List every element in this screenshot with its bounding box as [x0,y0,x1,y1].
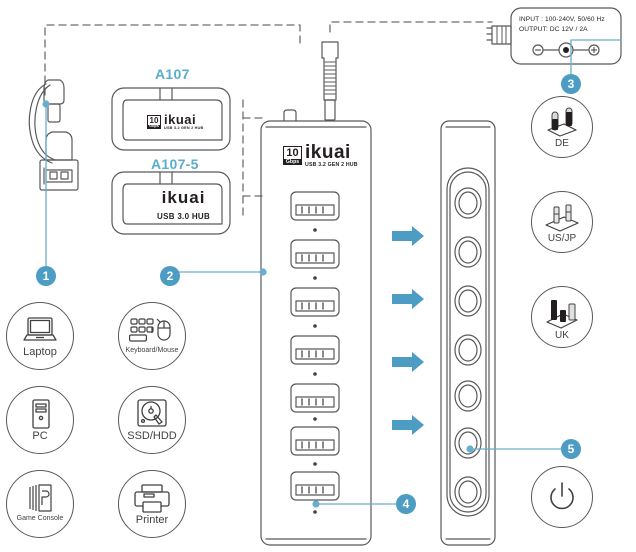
hub-switch [454,236,482,268]
plug-type-us-jp: US/JP [531,191,593,253]
speed-badge-icon: 10 Gbps [147,114,161,129]
usb-port-group [290,191,340,501]
usb-port [290,471,340,501]
hub-switch-group [454,187,482,508]
device-label: Laptop [23,346,57,358]
brand-wordmark: ikuai [305,142,351,163]
usb-port [290,335,340,365]
desktop-pc-icon [23,398,57,430]
power-symbol-icon [550,482,574,510]
brand-spec: USB 3.0 HUB [157,212,211,221]
device-label: Printer [135,514,169,526]
callout-3: 3 [561,74,581,94]
device-printer: Printer [118,470,186,538]
dc-barrel-plug-graphic [321,41,339,121]
brand-wordmark: ikuai [161,188,206,207]
usb-port [290,239,340,269]
a107-5-brand-logo: ikuai USB 3.0 HUB [157,188,210,221]
flow-arrow [392,415,424,435]
laptop-icon [20,314,60,346]
hub-switch [454,334,482,366]
plug-label: DE [555,138,569,149]
hub-led-dots [313,228,317,514]
power-adapter-graphic [486,7,622,65]
callout-leaders [45,39,622,505]
usb-hub-body-graphic [260,109,372,546]
plug-label: US/JP [547,233,577,244]
device-label: Keyboard/Mouse [125,347,179,354]
usb-port [290,191,340,221]
model-label-a107: A107 [155,66,190,82]
power-button-illustration [531,466,593,528]
brand-spec: USB 3.2 GEN 2 HUB [305,162,358,168]
callout-5: 5 [561,439,581,459]
us-jp-plug-icon [545,204,579,232]
device-ssd-hdd: SSD/HDD [118,386,186,454]
brand-spec: USB 3.2 GEN 2 HUB [164,126,204,130]
speed-badge-icon: 10 Gbps [283,146,302,166]
device-keyboard-mouse: Keyboard/Mouse [118,302,186,370]
speed-unit: Gbps [148,123,160,128]
hub-brand-logo: 10 Gbps ikuai USB 3.2 GEN 2 HUB [283,143,358,168]
device-label: Game Console [16,515,64,522]
model-label-a107-5: A107-5 [151,156,199,172]
brand-wordmark: ikuai [164,112,197,127]
a107-brand-logo: 10 Gbps ikuai USB 3.2 GEN 2 HUB [147,113,203,131]
speed-value: 10 [284,147,301,160]
printer-icon [133,482,171,514]
de-plug-icon [547,107,577,137]
keyboard-mouse-icon [128,314,176,346]
hub-switch [454,187,482,219]
usb-port [290,426,340,456]
dashed-connector-box [44,24,301,216]
device-label: SSD/HDD [127,430,177,442]
usb-port [290,383,340,413]
plug-type-de: DE [531,96,593,158]
plug-type-uk: UK [531,286,593,348]
device-laptop: Laptop [6,302,74,370]
uk-plug-icon [546,300,578,329]
plug-label: UK [555,330,569,341]
device-pc: PC [6,386,74,454]
speed-unit: Gbps [284,158,301,165]
hub-switch [454,285,482,317]
game-console-icon [22,482,58,514]
usb-port [290,287,340,317]
flow-arrow-group [392,226,424,435]
flow-arrow [392,289,424,309]
speed-value: 10 [148,115,160,125]
hub-switch [454,427,482,459]
device-game-console: Game Console [6,470,74,538]
hard-drive-icon [134,398,170,430]
a107-device-graphic [111,87,231,151]
callout-2: 2 [160,266,180,286]
device-label: PC [32,430,48,442]
adapter-output-spec: OUTPUT: DC 12V / 2A [519,26,588,33]
hub-switch [454,380,482,412]
dashed-adapter-link [329,21,493,33]
callout-anchor-dots [42,100,474,508]
adapter-input-spec: INPUT : 100-240V, 50/60 Hz [519,16,605,23]
usb-cable-graphic [28,79,79,191]
callout-1: 1 [36,266,56,286]
callout-4: 4 [396,494,416,514]
hub-switch-panel-graphic [440,120,496,546]
hub-switch [454,476,482,508]
flow-arrow [392,226,424,246]
flow-arrow [392,352,424,372]
a107-5-device-graphic [111,171,231,235]
